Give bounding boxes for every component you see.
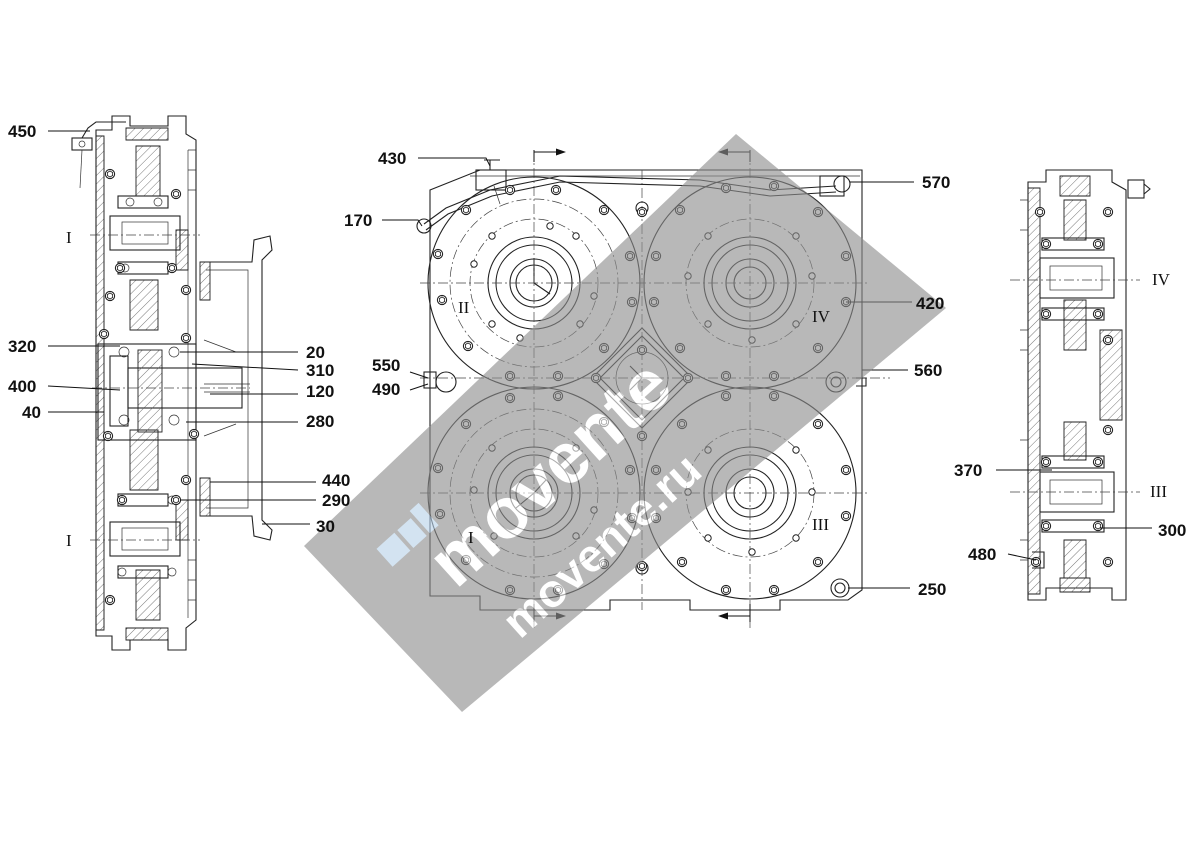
callout-labels: 450 320 400 40 20 310 120 280 440 290 30… [8,122,1186,599]
shaft-label-front-i: I [468,528,474,547]
callout-40: 40 [22,403,41,422]
shaft-labels: I I II IV I III IV III [66,228,1171,550]
callout-20: 20 [306,343,325,362]
leader-lines [47,130,1152,589]
left-section-view [71,115,273,651]
callout-310: 310 [306,361,334,380]
shaft-label-front-iv: IV [812,307,831,326]
callout-370: 370 [954,461,982,480]
shaft-label-left-top: I [66,228,72,247]
callout-490: 490 [372,380,400,399]
callout-440: 440 [322,471,350,490]
callout-560: 560 [914,361,942,380]
shaft-label-front-iii: III [812,515,829,534]
callout-550: 550 [372,356,400,375]
callout-290: 290 [322,491,350,510]
callout-170: 170 [344,211,372,230]
callout-450: 450 [8,122,36,141]
shaft-label-right-iii: III [1150,482,1167,501]
right-section-view [1010,169,1151,601]
callout-400: 400 [8,377,36,396]
shaft-label-front-ii: II [458,298,470,317]
callout-480: 480 [968,545,996,564]
callout-280: 280 [306,412,334,431]
callout-30: 30 [316,517,335,536]
callout-570: 570 [922,173,950,192]
callout-120: 120 [306,382,334,401]
watermark: movente movente.ru [304,134,946,712]
callout-430: 430 [378,149,406,168]
callout-320: 320 [8,337,36,356]
callout-420: 420 [916,294,944,313]
shaft-label-left-bottom: I [66,531,72,550]
callout-300: 300 [1158,521,1186,540]
shaft-label-right-iv: IV [1152,270,1171,289]
callout-250: 250 [918,580,946,599]
